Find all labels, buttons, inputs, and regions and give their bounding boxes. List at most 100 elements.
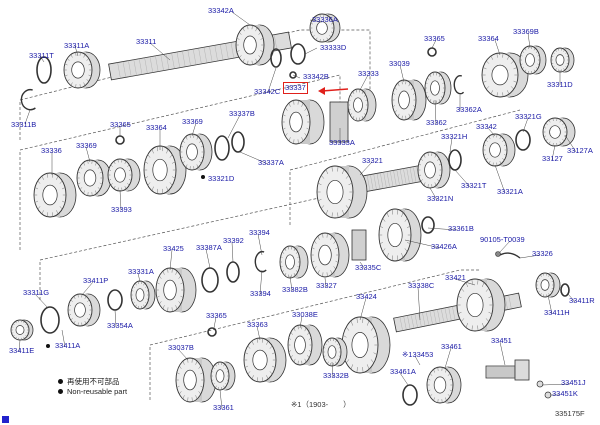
part-label-33311b[interactable]: 33311B — [11, 120, 37, 129]
part-label-33321g[interactable]: 33321G — [515, 112, 542, 121]
part-label-33321h[interactable]: 33321H — [441, 132, 468, 141]
part-label-33338c[interactable]: 33338C — [408, 281, 435, 290]
part-label-33369[interactable]: 33369 — [182, 117, 203, 126]
part-label-33342c[interactable]: 33342C — [254, 87, 281, 96]
bearing-33332b-tooth — [335, 339, 337, 343]
part-label-33411p[interactable]: 33411P — [83, 276, 109, 285]
part-label-33421[interactable]: 33421 — [445, 273, 466, 282]
gear-33425-tooth — [178, 275, 181, 279]
gear-33311a-tooth — [70, 82, 73, 86]
gear-33037b-tooth — [182, 395, 185, 400]
part-label-33365a[interactable]: 33365 — [424, 34, 445, 43]
non-reusable-dot-icon — [58, 379, 63, 384]
part-label-33037b[interactable]: 33037B — [168, 343, 194, 352]
part-label-33333a[interactable]: 33333A — [329, 138, 355, 147]
part-label-90105[interactable]: 90105-T0039 — [480, 235, 525, 244]
part-label-33369b[interactable]: 33369B — [513, 27, 539, 36]
nut-33411e-tooth — [11, 332, 14, 334]
part-label-33387a[interactable]: 33387A — [196, 243, 222, 252]
part-label-33333d[interactable]: 33333D — [320, 43, 347, 52]
part-label-33361[interactable]: 33361 — [213, 403, 234, 412]
part-label-33321d[interactable]: 33321D — [208, 174, 235, 183]
leader-line — [359, 161, 373, 176]
ring-33362-tooth — [442, 82, 445, 84]
part-label-33364b[interactable]: 33364 — [146, 123, 167, 132]
part-label-33451k[interactable]: 33451K — [552, 389, 578, 398]
part-label-33411r[interactable]: 33411R — [569, 296, 595, 305]
part-label-33336[interactable]: 33336 — [41, 146, 62, 155]
gear-33411p-tooth — [87, 299, 90, 302]
part-label-33332b[interactable]: 33332B — [323, 371, 349, 380]
part-label-33424[interactable]: 33424 — [356, 292, 377, 301]
part-label-33327[interactable]: 33327 — [316, 281, 337, 290]
part-label-33342[interactable]: 33342 — [476, 122, 497, 131]
part-label-33411e[interactable]: 33411E — [9, 346, 35, 355]
part-label-33321a[interactable]: 33321A — [497, 187, 523, 196]
hub-33333-tooth — [361, 116, 364, 119]
part-label-33342a[interactable]: 33342A — [208, 6, 234, 15]
bearing-33321n-tooth — [434, 182, 437, 186]
part-label-33451j[interactable]: 33451J — [561, 378, 586, 387]
gear-33425-tooth — [156, 282, 160, 285]
part-label-33411h[interactable]: 33411H — [544, 308, 570, 317]
part-label-33311g[interactable]: 33311G — [23, 288, 50, 297]
part-label-33461[interactable]: 33461 — [441, 342, 462, 351]
gear-33411p-tooth — [84, 296, 87, 300]
part-label-33321n[interactable]: 33321N — [427, 194, 454, 203]
hub-33333-tooth — [365, 109, 368, 111]
part-label-33333[interactable]: 33333 — [358, 69, 379, 78]
leader-line — [434, 99, 437, 125]
bearing-33369b-tooth — [535, 50, 538, 53]
part-label-33311t[interactable]: 33311T — [29, 51, 54, 60]
part-label-33038e[interactable]: 33038E — [292, 310, 318, 319]
part-label-33461a[interactable]: 33461A — [390, 367, 416, 376]
part-label-33321[interactable]: 33321 — [362, 156, 383, 165]
part-label-33425[interactable]: 33425 — [163, 244, 184, 253]
part-label-33394b[interactable]: 33394 — [250, 289, 271, 298]
part-label-33361b[interactable]: 33361B — [448, 224, 474, 233]
part-label-33393[interactable]: 33393 — [111, 205, 132, 214]
part-label-33362a[interactable]: 33362A — [456, 105, 482, 114]
part-label-33331a[interactable]: 33331A — [128, 267, 154, 276]
bearing-33382b-bore — [285, 254, 295, 270]
part-label-33342b[interactable]: 33342B — [303, 72, 329, 81]
part-label-33354a[interactable]: 33354A — [107, 321, 133, 330]
part-label-33337[interactable]: 33337 — [283, 82, 308, 94]
ring-33369-tooth — [196, 164, 199, 168]
part-label-33364a[interactable]: 33364 — [478, 34, 499, 43]
part-label-33392[interactable]: 33392 — [223, 236, 244, 245]
part-label-33365b[interactable]: 33365 — [110, 120, 131, 129]
ring-33362-tooth — [442, 92, 445, 94]
gear-33327-bore — [318, 244, 332, 266]
part-label-33362[interactable]: 33362 — [426, 118, 447, 127]
part-label-33411a[interactable]: 33411A — [55, 341, 81, 350]
part-label-33311[interactable]: 33311 — [136, 37, 157, 46]
part-label-33453[interactable]: ※133453 — [402, 350, 434, 359]
part-label-33326[interactable]: 33326 — [532, 249, 553, 258]
part-label-33127[interactable]: 33127 — [542, 154, 563, 163]
part-label-33382b[interactable]: 33382B — [282, 285, 308, 294]
part-label-33365c[interactable]: 33365 — [206, 311, 227, 320]
part-label-33426a[interactable]: 33426A — [431, 242, 457, 251]
part-label-33369b[interactable]: 33369 — [76, 141, 97, 150]
gear-33424-tooth — [370, 359, 374, 364]
gear-33364-tooth — [506, 90, 510, 95]
legend-item-non-reusable-ja: 再使用不可部品 — [58, 376, 120, 387]
part-label-33039[interactable]: 33039 — [389, 59, 410, 68]
part-label-33363[interactable]: 33363 — [247, 320, 268, 329]
part-label-33321t[interactable]: 33321T — [461, 181, 487, 190]
part-label-33127a[interactable]: 33127A — [567, 146, 593, 155]
bearing-33332b-tooth — [327, 361, 329, 365]
part-label-33311d[interactable]: 33311D — [547, 80, 573, 89]
bearing-33127-tooth — [543, 135, 547, 138]
bearing-33411h-tooth — [548, 274, 550, 277]
part-label-33337b[interactable]: 33337B — [229, 109, 255, 118]
part-label-33394a[interactable]: 33394 — [249, 228, 270, 237]
part-label-33337a[interactable]: 33337A — [258, 158, 284, 167]
part-label-33451[interactable]: 33451 — [491, 336, 512, 345]
part-label-33336a[interactable]: 33336A — [312, 15, 338, 24]
part-label-33335c[interactable]: 33335C — [355, 263, 382, 272]
part-label-33311a[interactable]: 33311A — [64, 41, 90, 50]
bearing-33127-tooth — [543, 126, 547, 129]
